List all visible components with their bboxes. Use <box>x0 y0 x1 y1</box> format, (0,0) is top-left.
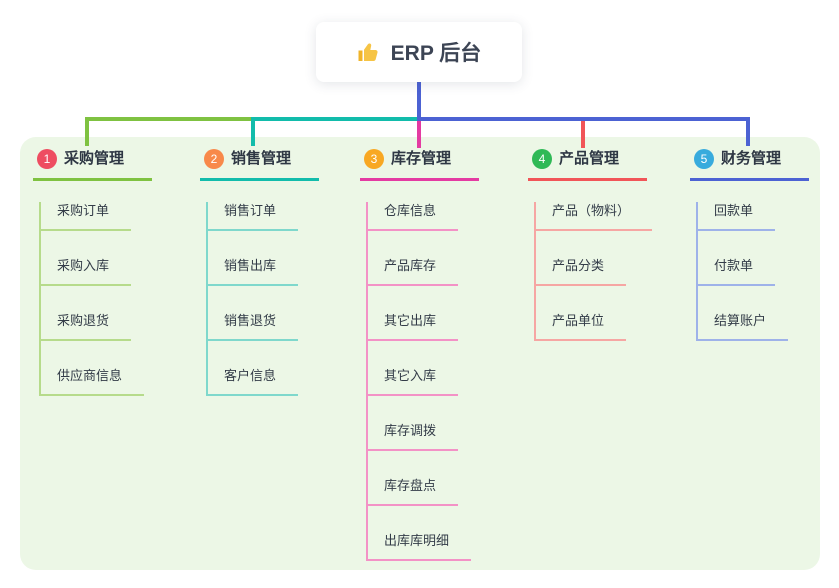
root-node-erp[interactable]: ERP 后台 <box>316 22 522 82</box>
node-warehouse-info[interactable]: 仓库信息 <box>368 202 459 231</box>
branch-sales: 2 销售管理 销售订单 销售出库 销售退货 客户信息 <box>200 148 320 396</box>
node-sales-outbound[interactable]: 销售出库 <box>208 257 299 286</box>
branch-number-badge: 5 <box>694 149 714 169</box>
node-other-inbound[interactable]: 其它入库 <box>368 367 459 396</box>
node-supplier-info[interactable]: 供应商信息 <box>41 367 145 396</box>
branch-inventory: 3 库存管理 仓库信息 产品库存 其它出库 其它入库 库存调拨 库存盘点 出库库… <box>360 148 480 561</box>
node-purchase-order[interactable]: 采购订单 <box>41 202 132 231</box>
connector-horizontal-seg-1 <box>85 117 253 121</box>
branch-number-badge: 2 <box>204 149 224 169</box>
branch-purchase: 1 采购管理 采购订单 采购入库 采购退货 供应商信息 <box>33 148 153 396</box>
node-customer-info[interactable]: 客户信息 <box>208 367 299 396</box>
connector-trunk <box>417 80 421 119</box>
branch-number-badge: 4 <box>532 149 552 169</box>
branch-title-label: 库存管理 <box>391 150 452 167</box>
branch-title-label: 财务管理 <box>721 150 782 167</box>
node-receipt-slip[interactable]: 回款单 <box>698 202 776 231</box>
branch-title-purchase[interactable]: 1 采购管理 <box>33 148 153 181</box>
connector-horizontal-seg-2 <box>251 117 419 121</box>
branch-title-product[interactable]: 4 产品管理 <box>528 148 648 181</box>
connector-stub-product <box>581 121 585 148</box>
node-purchase-return[interactable]: 采购退货 <box>41 312 132 341</box>
branch-title-inventory[interactable]: 3 库存管理 <box>360 148 480 181</box>
branch-title-label: 采购管理 <box>64 150 125 167</box>
connector-stub-purchase <box>85 121 89 146</box>
branch-children-finance: 回款单 付款单 结算账户 <box>696 202 789 341</box>
node-outbound-detail[interactable]: 出库库明细 <box>368 532 472 561</box>
branches-panel <box>20 137 820 570</box>
node-sales-return[interactable]: 销售退货 <box>208 312 299 341</box>
branch-title-label: 销售管理 <box>231 150 292 167</box>
branch-children-inventory: 仓库信息 产品库存 其它出库 其它入库 库存调拨 库存盘点 出库库明细 <box>366 202 472 561</box>
node-stock-transfer[interactable]: 库存调拨 <box>368 422 459 451</box>
branch-number-badge: 3 <box>364 149 384 169</box>
connector-stub-finance <box>746 121 750 146</box>
thumbs-up-icon <box>357 40 381 64</box>
node-payment-slip[interactable]: 付款单 <box>698 257 776 286</box>
branch-title-label: 产品管理 <box>559 150 620 167</box>
node-product-material[interactable]: 产品（物料） <box>536 202 653 231</box>
root-node-label: ERP 后台 <box>390 42 482 65</box>
node-purchase-inbound[interactable]: 采购入库 <box>41 257 132 286</box>
node-product-category[interactable]: 产品分类 <box>536 257 627 286</box>
connector-stub-sales <box>251 121 255 146</box>
node-sales-order[interactable]: 销售订单 <box>208 202 299 231</box>
connector-horizontal-seg-5 <box>417 117 750 121</box>
branch-children-purchase: 采购订单 采购入库 采购退货 供应商信息 <box>39 202 145 396</box>
node-settlement-account[interactable]: 结算账户 <box>698 312 789 341</box>
connector-stub-inventory <box>417 121 421 148</box>
branch-children-product: 产品（物料） 产品分类 产品单位 <box>534 202 653 341</box>
node-product-unit[interactable]: 产品单位 <box>536 312 627 341</box>
node-stock-taking[interactable]: 库存盘点 <box>368 477 459 506</box>
branch-children-sales: 销售订单 销售出库 销售退货 客户信息 <box>206 202 299 396</box>
branch-title-sales[interactable]: 2 销售管理 <box>200 148 320 181</box>
branch-finance: 5 财务管理 回款单 付款单 结算账户 <box>690 148 810 341</box>
node-product-stock[interactable]: 产品库存 <box>368 257 459 286</box>
branch-title-finance[interactable]: 5 财务管理 <box>690 148 810 181</box>
branch-number-badge: 1 <box>37 149 57 169</box>
branch-product: 4 产品管理 产品（物料） 产品分类 产品单位 <box>528 148 653 341</box>
node-other-outbound[interactable]: 其它出库 <box>368 312 459 341</box>
